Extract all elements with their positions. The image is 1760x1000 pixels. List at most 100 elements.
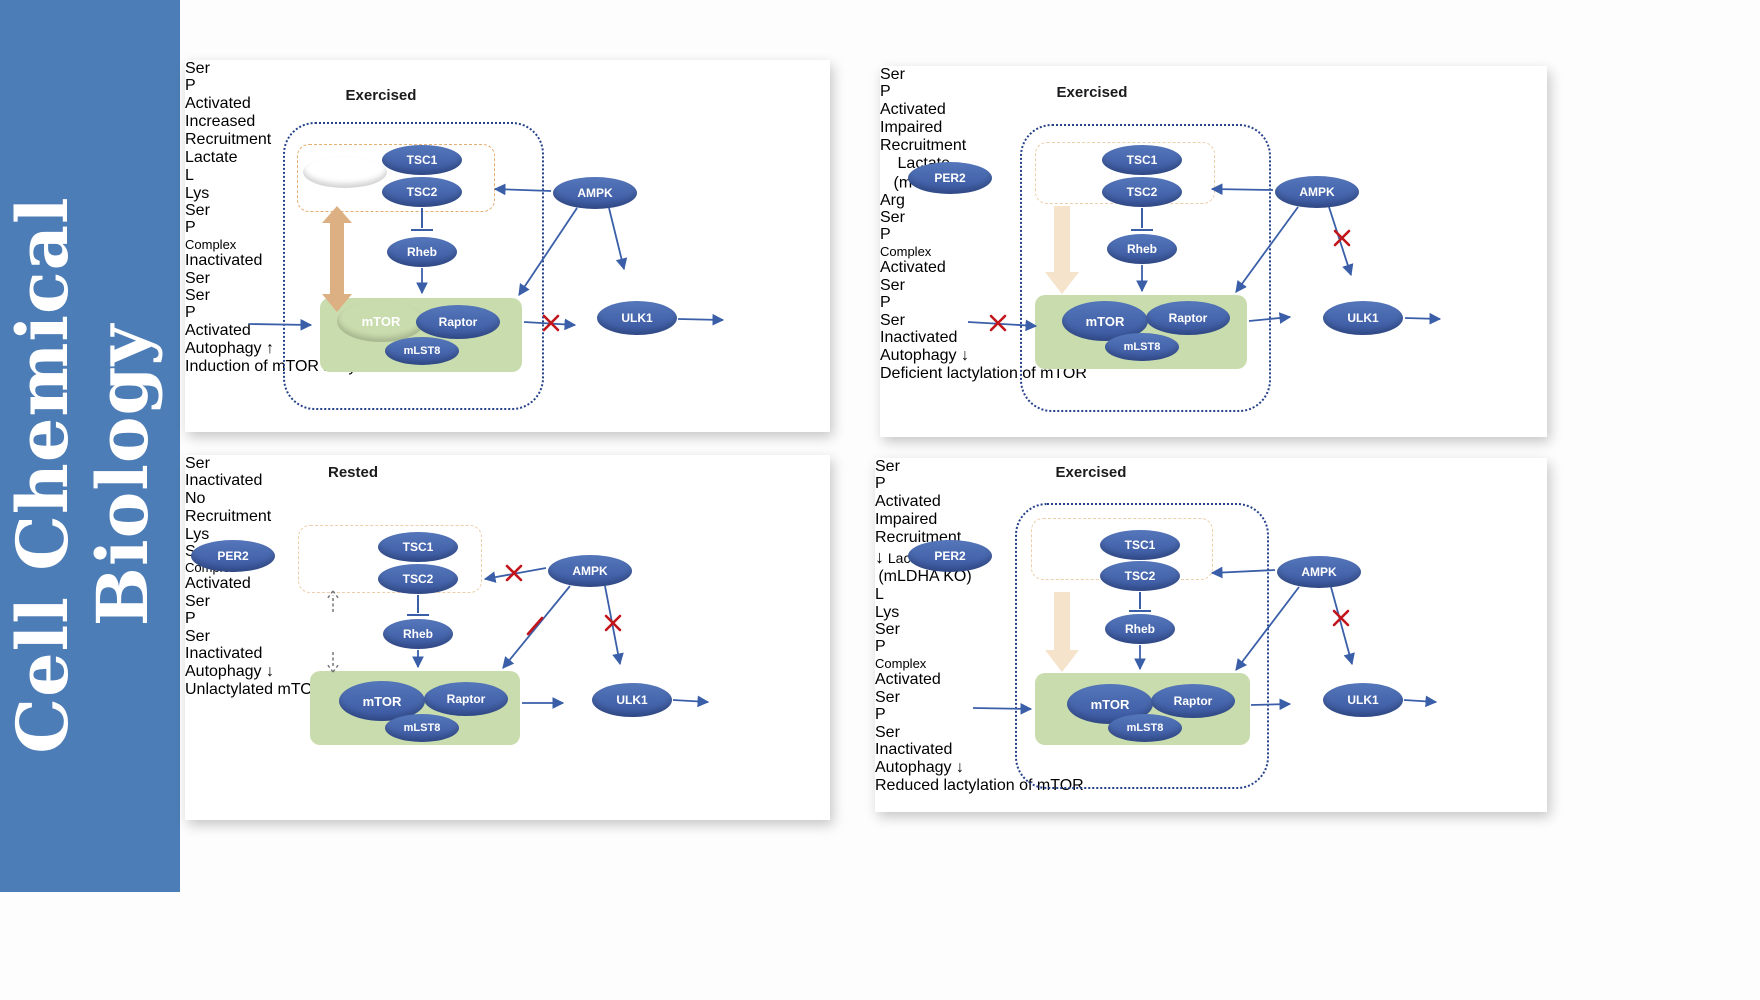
pathway-arrows-layer — [326, 564, 710, 709]
ulk1-ser-top-badge: Ser — [875, 689, 900, 706]
impaired-recruitment-arrow — [1045, 592, 1079, 672]
ulk1-node: ULK1 — [597, 301, 677, 335]
raptor-node: Raptor — [1151, 684, 1235, 718]
mlst8-node: mLST8 — [385, 714, 459, 742]
recruitment-line1: Increased — [185, 113, 256, 130]
raptor-node: Raptor — [424, 682, 508, 716]
ampk-node: AMPK — [1275, 176, 1359, 208]
journal-sidebar: Cell Chemical Biology — [0, 0, 180, 892]
mtor-lys-badge: Lys — [185, 185, 210, 202]
ulk1-ser-top-badge: Ser — [185, 593, 210, 610]
autophagy-label: Autophagy — [185, 340, 262, 357]
panel-caption: Unlactylated mTOR — [185, 681, 325, 698]
raptor-ser-badge: Ser — [875, 621, 900, 638]
rheb-node: Rheb — [1105, 614, 1175, 644]
ampk-state-label: Activated — [185, 95, 251, 112]
tsc1-node: TSC1 — [382, 145, 462, 175]
tsc2-rheb-inhibition-tbar — [1129, 592, 1151, 612]
ulk1-phospho-icon: P — [875, 706, 886, 723]
ampk-node: AMPK — [548, 555, 632, 587]
tsc2-rheb-inhibition-tbar — [411, 208, 433, 231]
ulk1-phospho-icon: P — [185, 610, 196, 627]
recruitment-line2: Recruitment — [185, 508, 272, 525]
mlst8-node: mLST8 — [385, 337, 459, 365]
ulk1-node: ULK1 — [592, 683, 672, 717]
complex-state-label: Inactivated — [185, 252, 263, 269]
autophagy-result: Autophagy ↓ — [875, 759, 1547, 777]
impaired-recruitment-arrow — [1045, 206, 1079, 294]
per2-tsc-dashed-outline — [297, 144, 495, 212]
raptor-phospho-icon: P — [185, 219, 196, 236]
panel-exercised-mldha-ko: Exercised PER2 TSC1 TSC2 Ser P Activated… — [875, 458, 1547, 812]
per2-node: PER2 — [303, 156, 387, 188]
tsc2-ser-badge: Ser — [185, 455, 210, 472]
tsc-dashed-outline — [298, 525, 482, 593]
panel-title: Exercised — [1055, 464, 1127, 481]
membrane-dotted-outline — [1020, 124, 1271, 412]
tsc2-rheb-inhibition-tbar — [1131, 208, 1153, 231]
pathway-arrows-layer — [967, 183, 1442, 332]
mtor-arg-badge: Arg — [880, 192, 905, 210]
raptor-phospho-icon: P — [875, 638, 886, 655]
ampk-state-label: Activated — [880, 101, 946, 118]
tsc1-node: TSC1 — [1102, 145, 1182, 175]
no-recruitment-dashed-arrows — [326, 590, 340, 673]
pathway-arrows-layer — [248, 183, 725, 332]
ulk1-ser-left-badge: Ser — [875, 724, 900, 741]
ulk1-node: ULK1 — [1323, 301, 1403, 335]
tsc2-phospho-icon: P — [875, 475, 886, 492]
ulk1-ser-top-badge: Ser — [185, 287, 210, 304]
lactyl-icon-gray: L — [875, 586, 884, 603]
mtor-lys-badge: Lys — [185, 526, 210, 543]
recruitment-line2: Recruitment — [880, 137, 967, 154]
raptor-node: Raptor — [1146, 301, 1230, 335]
complex-state-label: Activated — [875, 671, 941, 688]
ulk1-state-label: Inactivated — [185, 645, 263, 662]
ulk1-state-label: Inactivated — [880, 329, 958, 347]
ampk-state-label: Inactivated — [185, 472, 263, 489]
recruitment-label: Increased Recruitment — [185, 113, 830, 149]
recruitment-line2: Recruitment — [185, 131, 272, 148]
mtor-node: mTOR — [337, 300, 425, 342]
rheb-node: Rheb — [387, 237, 457, 267]
mtor-lys-badge: Lys — [875, 604, 900, 621]
ulk1-state-label: Activated — [185, 322, 251, 339]
tsc2-node: TSC2 — [1102, 177, 1182, 207]
autophagy-label: Autophagy — [880, 347, 957, 365]
tsc1-node: TSC1 — [1100, 530, 1180, 560]
membrane-dotted-outline — [283, 122, 544, 410]
ampk-state-label: Activated — [875, 493, 941, 510]
membrane-dotted-outline — [1015, 503, 1269, 789]
ulk1-node: ULK1 — [1323, 683, 1403, 717]
tsc2-node: TSC2 — [378, 564, 458, 594]
recruitment-line1: Impaired — [875, 511, 938, 528]
autophagy-result: Autophagy ↓ — [185, 663, 830, 681]
per2-node: PER2 — [191, 540, 275, 572]
tsc1-node: TSC1 — [378, 532, 458, 562]
complex-state-label: Activated — [185, 575, 251, 592]
panel-title: Exercised — [1056, 84, 1128, 101]
tsc2-ser-badge: Ser — [875, 458, 900, 475]
panel-exercised-induction: Exercised PER2 TSC1 TSC2 Ser P Activated… — [185, 60, 830, 432]
blocked-x-icon — [1332, 609, 1350, 627]
autophagy-up-arrow: ↑ — [265, 340, 274, 357]
raptor-ser-badge: Ser — [880, 209, 905, 227]
raptor-ser-badge: Ser — [185, 202, 210, 219]
ulk1-phospho-icon: P — [185, 304, 196, 321]
panel-title: Exercised — [345, 87, 417, 104]
mlst8-node: mLST8 — [1108, 714, 1182, 742]
journal-title-line2: Biology — [80, 323, 164, 627]
knockout-label: (mLDHA KO) — [878, 568, 972, 585]
ampk-node: AMPK — [1277, 556, 1361, 588]
tsc2-ser-badge: Ser — [185, 60, 210, 77]
mlst8-node: mLST8 — [1105, 333, 1179, 361]
pathway-arrows-layer — [972, 566, 1438, 715]
journal-title: Cell Chemical Biology — [1, 45, 173, 905]
complex-label: Complex — [875, 656, 927, 671]
complex-state-label: Activated — [880, 259, 946, 277]
lactyl-icon: L — [185, 167, 194, 184]
ulk1-ser-top-badge: Ser — [880, 277, 905, 295]
tsc2-rheb-inhibition-tbar — [407, 595, 429, 616]
lactate-decrease-arrow: ↓ — [875, 547, 884, 567]
autophagy-down-arrow: ↓ — [955, 759, 964, 776]
